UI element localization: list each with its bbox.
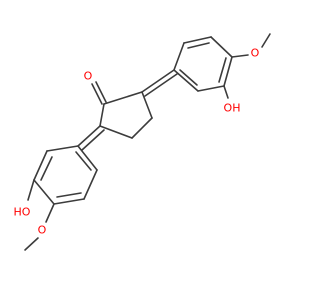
bottom-ring-bond-5: [83, 169, 98, 200]
top-ring-bond-5: [197, 85, 225, 92]
bottom-hydroxyl-bond: [27, 179, 35, 201]
top-exocyclic-double-b: [144, 73, 178, 97]
carbonyl-bond-b: [95, 81, 107, 103]
ring-bond-c3-c4: [131, 117, 153, 139]
bottom-ring-bond-4: [53, 198, 85, 205]
bottom-ring-bond-3: [33, 179, 55, 205]
bottom-hydroxyl-label: HO: [14, 206, 31, 219]
atom-label-layer: O OH O HO O: [14, 47, 260, 237]
bottom-ring-bond-2-inner: [40, 156, 53, 181]
bottom-ring-bond-1: [46, 145, 79, 152]
top-ring-bond-3: [210, 36, 233, 58]
top-ring-bond-6: [173, 69, 199, 92]
bottom-methoxy-bond: [45, 203, 55, 223]
bottom-exocyclic-double-b: [81, 129, 105, 151]
structure-canvas: O OH O HO O: [13, 33, 271, 251]
carbonyl-oxygen-label: O: [84, 70, 93, 83]
bond-layer: [24, 33, 271, 251]
top-hydroxyl-label: OH: [224, 102, 241, 115]
top-methyl-bond: [261, 33, 271, 48]
molecule-drawing: O OH O HO O: [14, 33, 271, 251]
bottom-ring-bond-2: [33, 150, 48, 181]
top-exocyclic-double-a: [141, 69, 175, 93]
top-ring-bond-2: [183, 36, 212, 44]
top-ring-bond-4: [223, 56, 233, 87]
top-methoxy-bond: [231, 54, 249, 58]
bottom-exocyclic-double-a: [77, 125, 101, 147]
ring-bond-c1-c2: [103, 91, 143, 105]
bottom-methyl-bond: [24, 237, 39, 251]
bottom-ring-bond-6: [77, 145, 98, 171]
bottom-methoxy-oxygen-label: O: [38, 224, 47, 237]
bottom-ring-bond-6-inner: [75, 151, 92, 171]
top-ring-bond-4-inner: [218, 57, 227, 83]
top-methoxy-oxygen-label: O: [251, 47, 260, 60]
ring-bond-c2-c3: [141, 91, 153, 119]
top-hydroxyl-bond: [223, 85, 229, 99]
top-ring-bond-1: [173, 42, 185, 71]
ring-bond-c4-c5: [99, 125, 133, 139]
top-ring-bond-6-inner: [179, 69, 198, 86]
ring-bond-c5-c1: [99, 103, 105, 127]
carbonyl-bond-a: [91, 83, 103, 105]
top-ring-bond-2-inner: [187, 42, 210, 49]
bottom-ring-bond-4-inner: [56, 192, 82, 198]
